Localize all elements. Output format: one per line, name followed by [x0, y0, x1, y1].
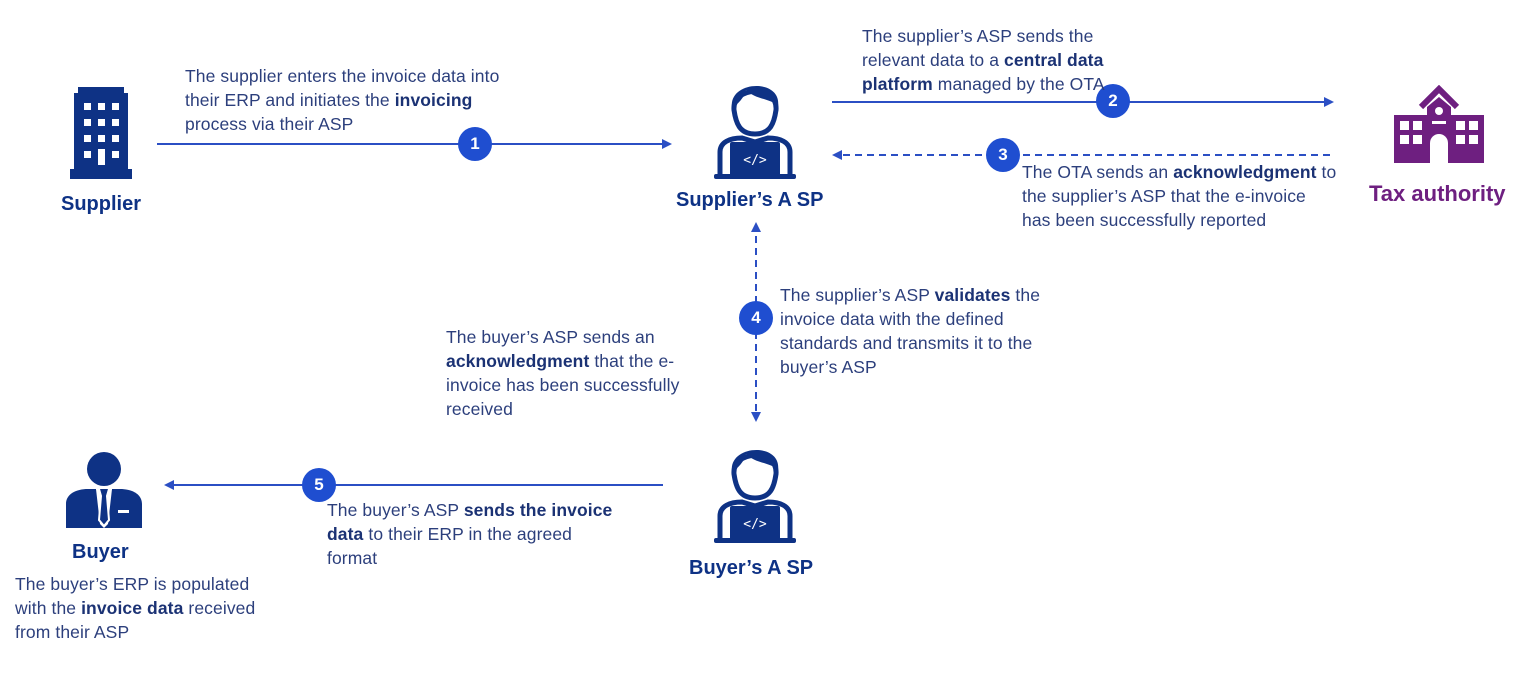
svg-text:</>: </>	[743, 517, 767, 532]
emphasis-text: validates	[934, 285, 1011, 305]
actor-label-buyer-asp: Buyer’s A SP	[689, 557, 814, 579]
step-2-description: The supplier’s ASP sends the relevant da…	[862, 24, 1152, 96]
step-4-return-description: The buyer’s ASP sends an acknowledgment …	[446, 325, 716, 421]
text-run: the invoice data with the defined standa…	[780, 285, 1041, 377]
text-run: process via their ASP	[185, 114, 354, 134]
emphasis-text: sends the invoice data	[327, 500, 613, 544]
actor-label-supplier: Supplier	[61, 193, 142, 215]
emphasis-text: invoicing	[394, 90, 473, 110]
step-1-description: The supplier enters the invoice data int…	[185, 64, 515, 136]
developer-laptop-icon: </>	[712, 76, 798, 185]
text-run: The OTA sends an	[1022, 162, 1174, 182]
text-run: The buyer’s ASP	[327, 500, 464, 520]
step-3-description: The OTA sends an acknowledgment to the s…	[1022, 160, 1337, 232]
emphasis-text: invoice data	[81, 598, 184, 618]
text-run: The buyer’s ERP is populated with the	[15, 574, 250, 618]
emphasis-text: acknowledgment	[1173, 162, 1317, 182]
step-4-description: The supplier’s ASP validates the invoice…	[780, 283, 1080, 379]
step-badge-4: 4	[739, 301, 773, 335]
text-run: The supplier’s ASP	[780, 285, 935, 305]
text-run: The supplier’s ASP sends the relevant da…	[862, 26, 1094, 70]
text-run: received from their ASP	[15, 598, 256, 642]
businessman-icon	[66, 452, 142, 533]
step-badge-1: 1	[458, 127, 492, 161]
step-badge-2: 2	[1096, 84, 1130, 118]
emphasis-text: acknowledgment	[446, 351, 590, 371]
emphasis-text: central data platform	[862, 50, 1104, 94]
text-run: that the e-invoice has been successfully…	[446, 351, 680, 419]
step-badge-3: 3	[986, 138, 1020, 172]
text-run: to the supplier’s ASP that the e-invoice…	[1022, 162, 1337, 230]
government-building-icon	[1394, 84, 1484, 168]
text-run: The supplier enters the invoice data int…	[185, 66, 500, 110]
svg-text:</>: </>	[743, 153, 767, 168]
actor-label-tax-authority: Tax authority	[1369, 181, 1506, 206]
text-run: to their ERP in the agreed format	[327, 524, 573, 568]
step-badge-5: 5	[302, 468, 336, 502]
office-building-icon	[70, 83, 132, 184]
step-5-description: The buyer’s ASP sends the invoice data t…	[327, 498, 622, 570]
text-run: The buyer’s ASP sends an	[446, 327, 655, 347]
buyer-note: The buyer’s ERP is populated with the in…	[15, 572, 260, 644]
developer-laptop-icon: </>	[712, 440, 798, 549]
actor-label-buyer: Buyer	[72, 541, 129, 563]
text-run: managed by the OTA	[932, 74, 1105, 94]
actor-label-supplier-asp: Supplier’s A SP	[676, 189, 824, 211]
